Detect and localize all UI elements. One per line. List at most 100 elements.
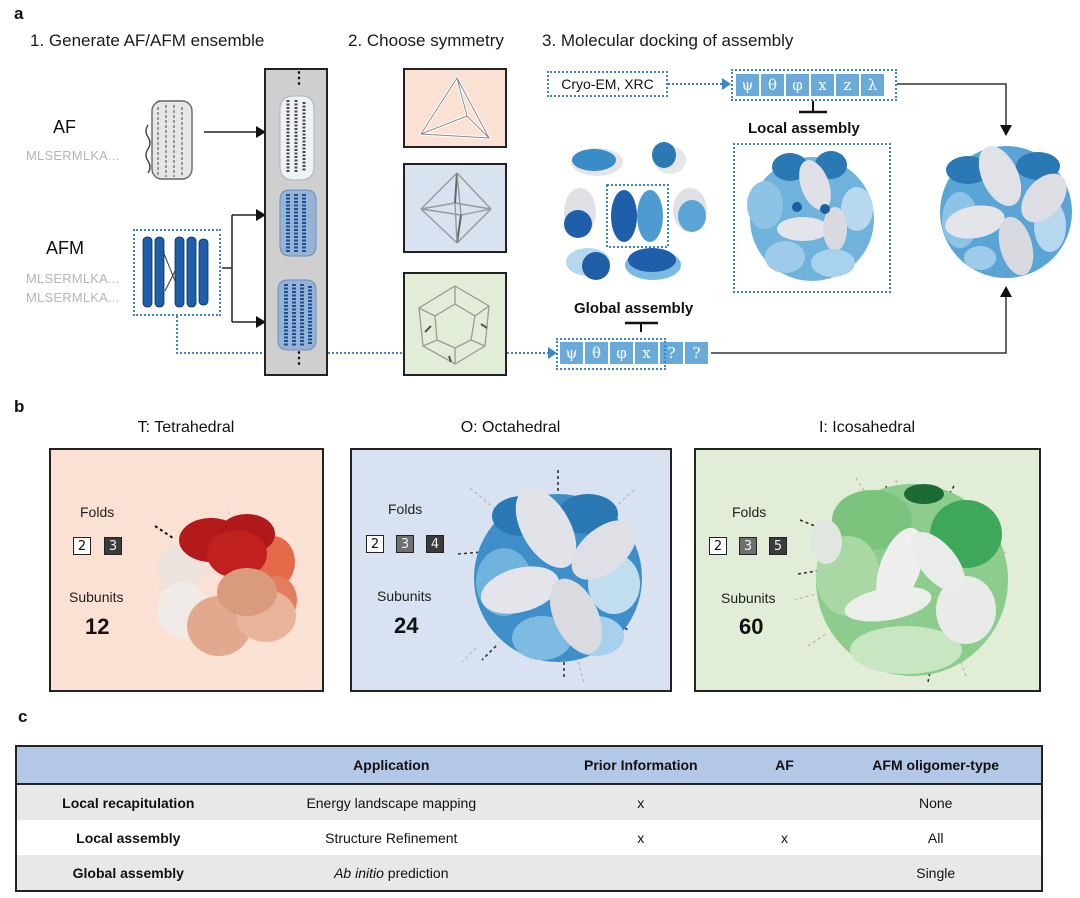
- row-mode: Global assembly: [16, 855, 240, 891]
- scattered-subunit: [564, 188, 596, 238]
- octahedral-cage-structure: [457, 470, 642, 683]
- row-mode: Local recapitulation: [16, 784, 240, 820]
- local-assembly-structure: [747, 151, 874, 281]
- local-param-lambda: λ: [861, 74, 884, 96]
- icosahedral-subunits-label: Subunits: [721, 590, 776, 606]
- column-header-mode: [16, 746, 240, 785]
- row-af: [738, 855, 831, 891]
- row-application: Structure Refinement: [239, 820, 543, 855]
- octahedral-subunits-label: Subunits: [377, 588, 432, 604]
- table-row: Local recapitulation Energy landscape ma…: [16, 784, 1042, 820]
- column-header-af: AF: [738, 746, 831, 785]
- tetrahedral-title: T: Tetrahedral: [137, 419, 235, 436]
- row-prior-information: x: [542, 784, 739, 820]
- ensemble-bottom-ellipsis: ⋮: [291, 350, 307, 367]
- fold-5-badge: 5: [769, 537, 787, 555]
- scattered-subunit: [673, 188, 707, 232]
- panel-a-letter: a: [14, 4, 24, 23]
- row-application-rest: prediction: [383, 864, 449, 881]
- panel-c-letter: c: [18, 707, 28, 726]
- fold-4-badge: 4: [426, 535, 444, 553]
- global-assembly-label: Global assembly: [574, 300, 694, 317]
- tetrahedral-cage-structure: [154, 506, 297, 656]
- global-param-unknown-2: ?: [685, 342, 708, 364]
- row-afm-oligomer-type: Single: [830, 855, 1042, 891]
- dodecahedron-icon: [418, 285, 490, 365]
- local-param-psi: ψ: [736, 74, 759, 96]
- column-header-prior-information: Prior Information: [542, 746, 739, 785]
- fold-3-badge: 3: [396, 535, 414, 553]
- scattered-subunit: [571, 148, 623, 176]
- step-2-title: 2. Choose symmetry: [348, 31, 504, 50]
- af-sequence: MLSERMLKA...: [26, 148, 120, 163]
- tetrahedral-folds-label: Folds: [80, 504, 115, 520]
- octahedral-folds-label: Folds: [388, 501, 423, 517]
- icosahedral-subunit-count: 60: [739, 614, 764, 639]
- tetrahedral-card: Folds 2 3 Subunits 12: [49, 448, 324, 692]
- symmetry-option-octahedral[interactable]: [403, 163, 507, 253]
- ensemble-top-ellipsis: ⋮: [291, 70, 307, 87]
- afm-sequence-1: MLSERMLKA...: [26, 271, 120, 286]
- ensemble-member-afm-2: [277, 279, 317, 351]
- row-prior-information: x: [542, 820, 739, 855]
- step-3-title: 3. Molecular docking of assembly: [542, 31, 794, 50]
- global-param-x: x: [635, 342, 658, 364]
- tetrahedral-subunit-count: 12: [85, 614, 110, 639]
- column-header-application: Application: [239, 746, 543, 785]
- row-application: Energy landscape mapping: [239, 784, 543, 820]
- af-label: AF: [53, 117, 77, 137]
- prior-information-box: Cryo-EM, XRC: [547, 71, 668, 97]
- local-param-z: z: [836, 74, 859, 96]
- icosahedral-title: I: Icosahedral: [818, 419, 916, 436]
- tetrahedral-folds: 2 3: [73, 537, 122, 555]
- scattered-subunit: [652, 142, 686, 174]
- row-af: x: [738, 820, 831, 855]
- local-assembly-label: Local assembly: [748, 120, 860, 137]
- ensemble-structures: [277, 95, 317, 351]
- panel-b-letter: b: [14, 397, 25, 416]
- afm-sequence-2: MLSERMLKA...: [26, 290, 120, 305]
- row-application-italic: Ab initio: [334, 864, 384, 881]
- row-afm-oligomer-type: None: [830, 784, 1042, 820]
- column-header-afm-oligomer-type: AFM oligomer-type: [830, 746, 1042, 785]
- octahedral-subunit-count: 24: [394, 613, 419, 638]
- local-param-theta: θ: [761, 74, 784, 96]
- icosahedral-folds: 2 3 5: [709, 537, 787, 555]
- fold-2-badge: 2: [366, 535, 384, 553]
- global-param-theta: θ: [585, 342, 608, 364]
- local-params-box: ψ θ φ x z λ: [731, 69, 897, 101]
- global-param-phi: φ: [610, 342, 633, 364]
- octahedral-card: Folds 2 3 4 Subunits 24: [350, 448, 672, 692]
- row-prior-information: [542, 855, 739, 891]
- row-af: [738, 784, 831, 820]
- ensemble-panel: ⋮ ⋮: [264, 68, 328, 376]
- icosahedral-folds-label: Folds: [732, 504, 767, 520]
- octahedral-folds: 2 3 4: [366, 535, 444, 553]
- afm-dimer-structure: [142, 236, 209, 308]
- asymmetric-unit-box: [606, 184, 669, 248]
- symmetry-option-icosahedral[interactable]: [403, 272, 507, 376]
- local-assembly-box: [733, 143, 891, 293]
- row-afm-oligomer-type: All: [830, 820, 1042, 855]
- tetrahedron-icon: [418, 75, 492, 140]
- global-param-psi: ψ: [560, 342, 583, 364]
- ensemble-member-afm-1: [279, 189, 317, 257]
- row-mode: Local assembly: [16, 820, 240, 855]
- scattered-subunit: [625, 248, 681, 280]
- scattered-subunit: [566, 248, 610, 280]
- octahedron-icon: [420, 172, 492, 244]
- icosahedral-card: Folds 2 3 5 Subunits 60: [694, 448, 1041, 692]
- afm-label: AFM: [46, 238, 84, 258]
- table-row: Local assembly Structure Refinement x x …: [16, 820, 1042, 855]
- fold-3-badge: 3: [739, 537, 757, 555]
- fold-3-badge: 3: [104, 537, 122, 555]
- symmetry-option-tetrahedral[interactable]: [403, 68, 507, 148]
